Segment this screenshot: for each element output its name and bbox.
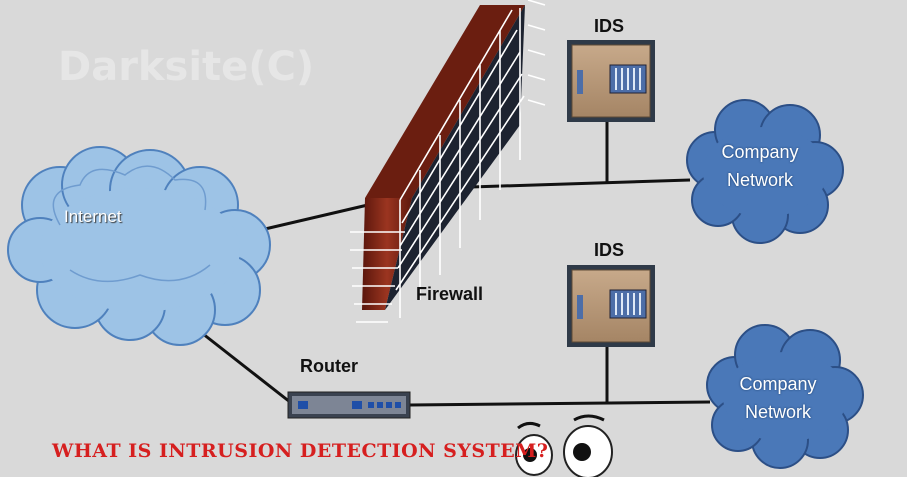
firewall (350, 0, 546, 323)
company-cloud-top (686, 99, 844, 244)
link-router-company-bottom (409, 400, 711, 407)
firewall-label: Firewall (416, 284, 484, 304)
router-device (287, 391, 411, 419)
ids-top-label: IDS (594, 16, 625, 36)
internet-label: Internet (64, 207, 122, 226)
link-internet-router (197, 328, 291, 404)
caption-title: WHAT IS INTRUSION DETECTION SYSTEM? (52, 440, 549, 462)
cartoon-eyes (515, 414, 613, 477)
company-network-bottom-line2: Network (744, 402, 811, 422)
company-network-bottom-line1: Company (739, 374, 817, 394)
company-network-top-line2: Network (726, 170, 793, 190)
firewall-grid (350, 0, 546, 323)
company-network-top-label: Company Network (705, 138, 815, 194)
company-network-bottom-label: Company Network (723, 370, 833, 426)
company-network-top-line1: Company (721, 142, 799, 162)
ids-bottom-device (567, 265, 655, 347)
company-cloud-bottom (706, 324, 864, 469)
internet-cloud-detail (52, 165, 211, 283)
router-label: Router (300, 356, 358, 376)
internet-cloud (7, 146, 271, 346)
link-internet-firewall (247, 202, 373, 235)
ids-bottom-label: IDS (594, 240, 625, 260)
ids-top-device (567, 40, 655, 122)
firewall-top-edge (365, 5, 525, 198)
link-firewall-company-top (439, 178, 691, 190)
watermark-text: Darksite(C) (58, 44, 315, 90)
connections (197, 120, 711, 407)
